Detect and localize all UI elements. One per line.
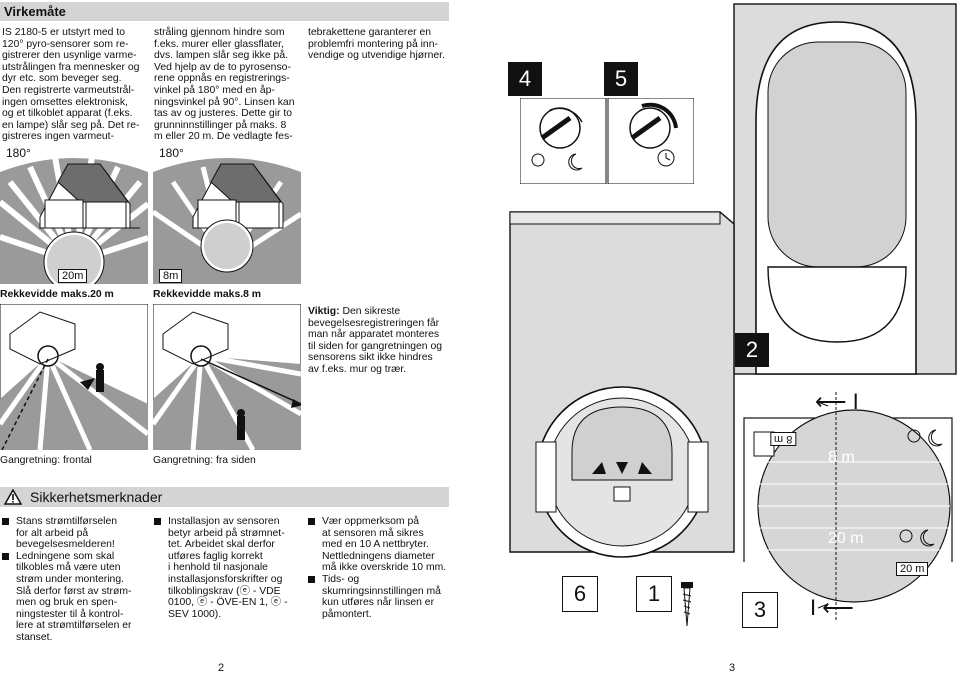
screw-icon <box>681 582 693 626</box>
safety-item: Tids- og skumringsinnstillingen må kun u… <box>308 574 446 620</box>
safety-column-2: Installasjon av sensoren betyr arbeid på… <box>154 516 288 620</box>
bullet-square-icon <box>2 552 9 560</box>
range-label-20m: 20m <box>58 269 88 283</box>
bullet-square-icon <box>154 518 161 525</box>
page-number-left: 2 <box>218 662 225 674</box>
important-text: Den sikreste bevegelsesregistreringen få… <box>308 306 443 375</box>
angle-label-180: 180° <box>6 146 31 160</box>
lens-range-adjustment-illustration <box>753 392 951 620</box>
walk-direction-frontal-illustration <box>0 303 150 452</box>
walk-direction-side-illustration <box>150 303 303 452</box>
sensor-housing-illustration <box>509 3 957 562</box>
important-note: Viktig: Den sikreste bevegelsesregistrer… <box>308 306 442 376</box>
step-number-3: 3 <box>742 592 778 628</box>
section-title-text: Virkemåte <box>4 4 66 19</box>
adjust-arrow-icon: I ⟵ <box>810 595 854 620</box>
safety-item: Vær oppmerksom på at sensoren må sikres … <box>308 516 446 574</box>
intro-text-col3: tebrakettene garanterer en problemfri mo… <box>308 27 445 62</box>
safety-item: Stans strømtilførselen for alt arbeid på… <box>2 516 131 551</box>
page-number-right: 3 <box>729 662 736 674</box>
house-detection-illustration-20m <box>0 142 150 293</box>
step-number-1: 1 <box>636 576 672 612</box>
safety-item: Installasjon av sensoren betyr arbeid på… <box>154 516 288 620</box>
bullet-square-icon <box>308 575 315 583</box>
range-label-8m: 8m <box>159 269 183 283</box>
figure-walk-frontal <box>0 303 150 452</box>
caption-range-8m: Rekkevidde maks.8 m <box>153 289 262 300</box>
figure-range-8m: 180° 8m <box>151 142 303 284</box>
step-number-5: 5 <box>604 62 638 96</box>
section-title-virkemate: Virkemåte <box>0 2 449 21</box>
adjust-arrow-icon: ⟵ I <box>815 389 859 414</box>
warning-triangle-icon <box>4 489 22 505</box>
bullet-square-icon <box>2 518 9 525</box>
step-number-6: 6 <box>562 576 598 612</box>
safety-item: Ledningene som skal tilkobles må være ut… <box>2 551 131 644</box>
dial-settings-illustration <box>520 98 694 184</box>
lens-label-20m: 20 m <box>896 562 929 576</box>
important-label: Viktig: <box>308 306 340 317</box>
figure-range-20m: 180° 20m <box>0 142 150 293</box>
lens-label-20m-faint: 20 m <box>828 530 864 547</box>
safety-title: Sikkerhetsmerknader <box>30 489 163 505</box>
angle-label-180: 180° <box>159 146 184 160</box>
safety-column-3: Vær oppmerksom på at sensoren må sikres … <box>308 516 446 620</box>
intro-text-col2: stråling gjennom hindre som f.eks. murer… <box>154 27 295 143</box>
house-detection-illustration-8m <box>151 142 303 284</box>
safety-column-1: Stans strømtilførselen for alt arbeid på… <box>2 516 131 644</box>
intro-text-col1: IS 2180-5 er utstyrt med to 120° pyro-se… <box>2 27 140 143</box>
lens-label-8m-faint: 8 m <box>828 449 855 466</box>
caption-walk-frontal: Gangretning: frontal <box>0 455 92 466</box>
bullet-square-icon <box>308 518 315 525</box>
caption-walk-side: Gangretning: fra siden <box>153 455 256 466</box>
caption-range-20m: Rekkevidde maks.20 m <box>0 289 114 300</box>
figure-walk-side <box>150 303 303 452</box>
step-number-2: 2 <box>735 333 769 367</box>
safety-section-header: Sikkerhetsmerknader <box>0 487 449 507</box>
step-number-4: 4 <box>508 62 542 96</box>
lens-label-8m: 8 m <box>770 432 797 446</box>
